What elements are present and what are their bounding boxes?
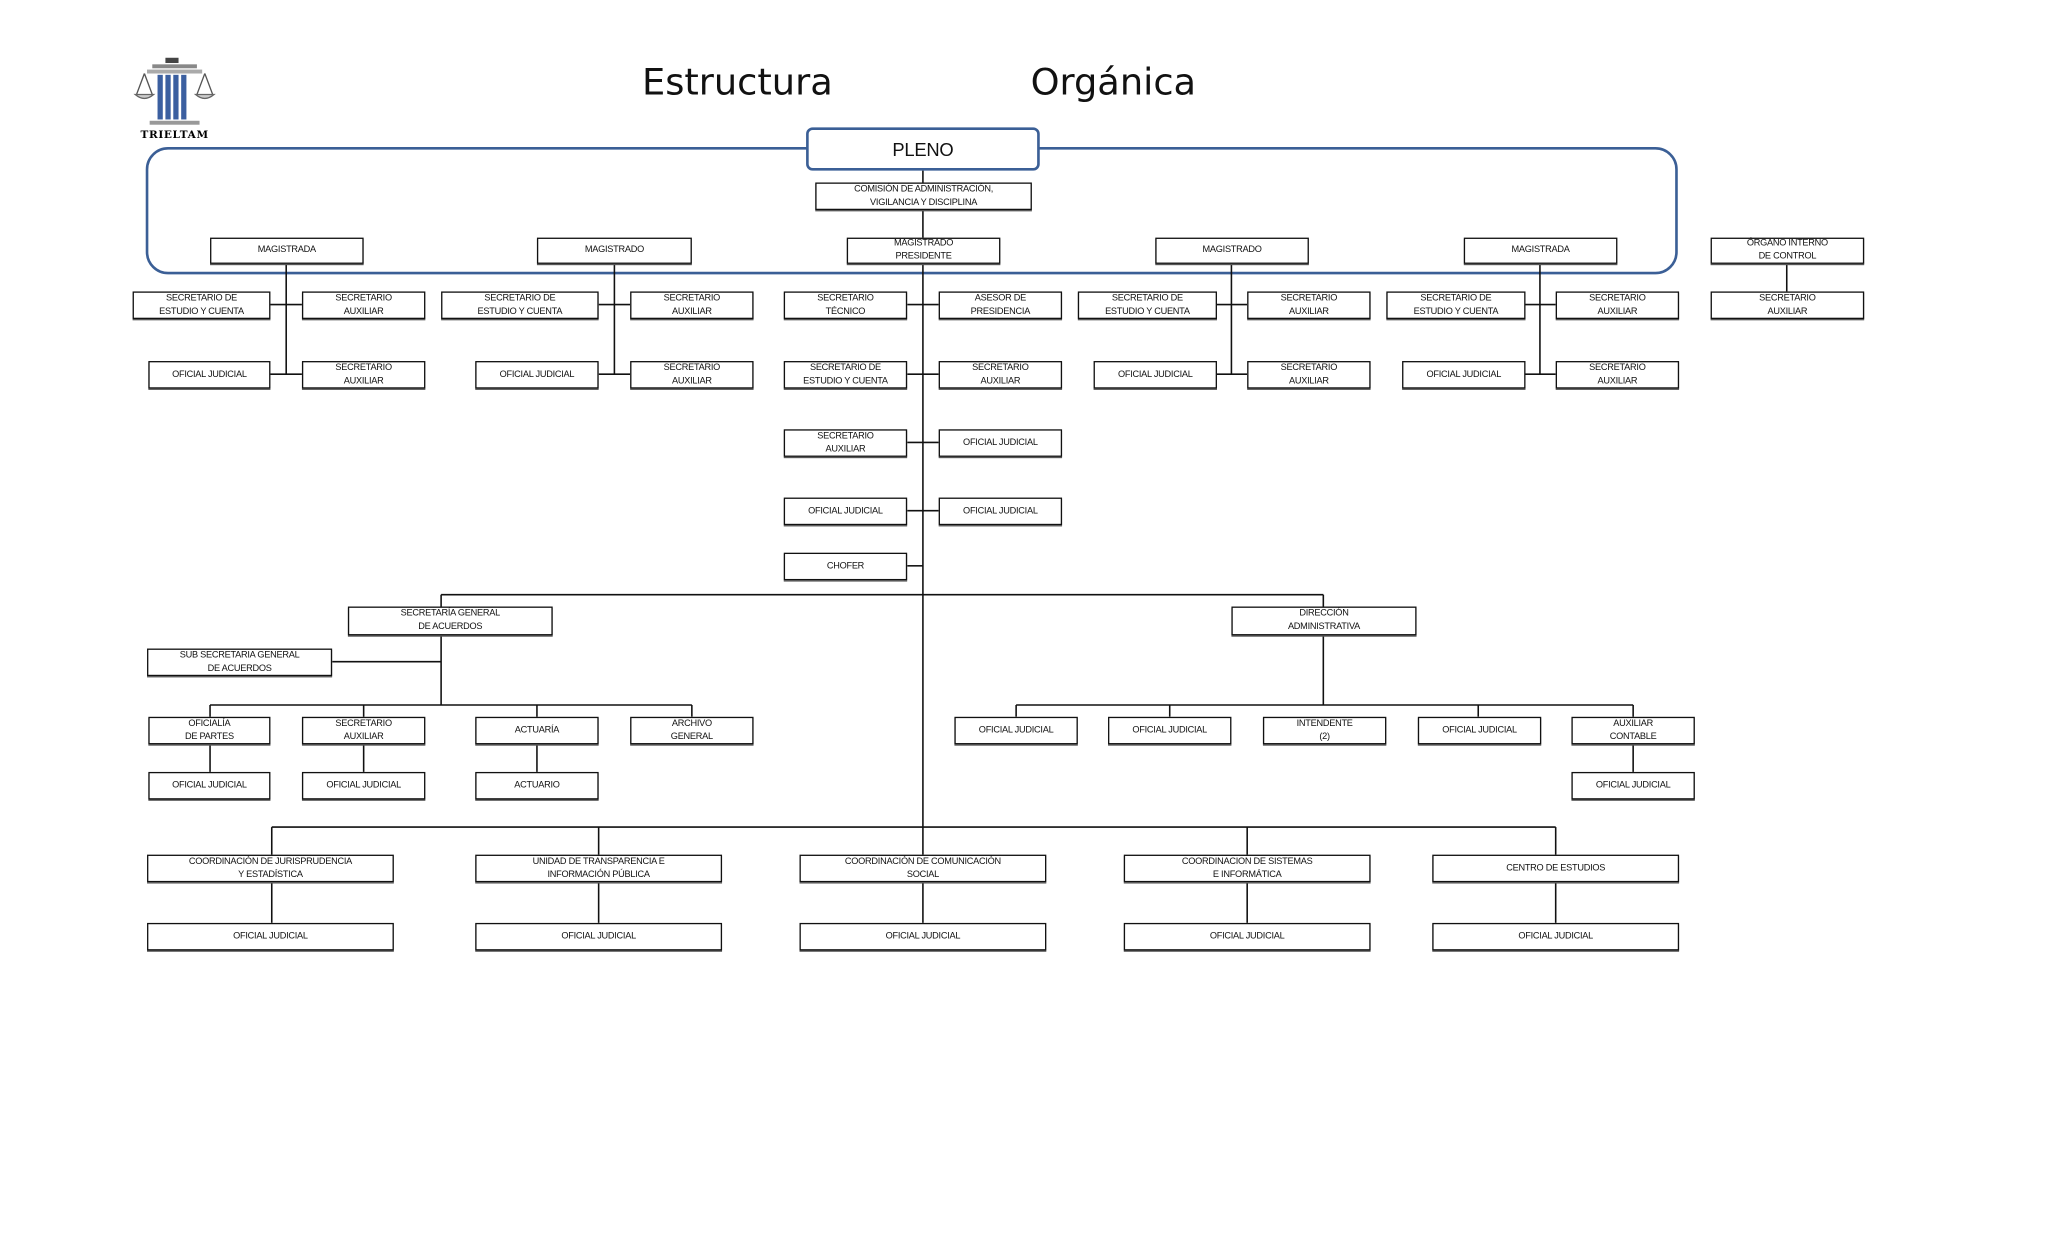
title-word-1: Estructura <box>641 60 833 104</box>
org-node-secretario-auxiliar: SECRETARIO AUXILIAR <box>630 291 754 320</box>
org-node-magistrado: MAGISTRADO <box>1155 237 1309 264</box>
org-node-secretario-auxiliar: SECRETARIO AUXILIAR <box>630 361 754 389</box>
courthouse-scales-icon <box>133 57 216 125</box>
org-node-oficial-judicial: OFICIAL JUDICIAL <box>475 922 723 951</box>
connectors <box>209 170 1788 923</box>
org-node-magistrada: MAGISTRADA <box>210 237 364 264</box>
org-node-coordinacio-n-de-jurisprudencia-y-estadi-stica: COORDINACIÓN DE JURISPRUDENCIA Y ESTADÍS… <box>147 854 394 883</box>
org-node-secretario-te-cnico: SECRETARIO TÉCNICO <box>783 291 908 320</box>
logo-text: TRIELTAM <box>140 127 209 141</box>
org-node-actuario: ACTUARIO <box>475 771 599 800</box>
org-node-intendente-2: INTENDENTE (2) <box>1262 716 1387 745</box>
org-node-secretario-de-estudio-y-cuenta: SECRETARIO DE ESTUDIO Y CUENTA <box>1077 291 1217 320</box>
org-node-magistrado: MAGISTRADO <box>536 237 692 264</box>
org-node-secretario-auxiliar: SECRETARIO AUXILIAR <box>301 361 426 389</box>
org-node-secretario-auxiliar: SECRETARIO AUXILIAR <box>1555 361 1680 389</box>
org-node-auxiliar-contable: AUXILIAR CONTABLE <box>1571 716 1695 745</box>
org-node-oficial-judicial: OFICIAL JUDICIAL <box>148 361 271 389</box>
org-node-oficial-judicial: OFICIAL JUDICIAL <box>1123 922 1371 951</box>
org-node-secretario-de-estudio-y-cuenta: SECRETARIO DE ESTUDIO Y CUENTA <box>132 291 271 320</box>
org-node-oficial-judicial: OFICIAL JUDICIAL <box>147 922 394 951</box>
org-node-asesor-de-presidencia: ASESOR DE PRESIDENCIA <box>938 291 1063 320</box>
org-node-secretari-a-general-de-acuerdos: SECRETARÍA GENERAL DE ACUERDOS <box>347 606 553 636</box>
org-node-secretario-de-estudio-y-cuenta: SECRETARIO DE ESTUDIO Y CUENTA <box>1386 291 1526 320</box>
org-node-secretario-auxiliar: SECRETARIO AUXILIAR <box>301 716 426 745</box>
org-node-actuari-a: ACTUARÍA <box>475 716 599 745</box>
org-node-secretario-de-estudio-y-cuenta: SECRETARIO DE ESTUDIO Y CUENTA <box>441 291 599 320</box>
org-node-oficial-judicial: OFICIAL JUDICIAL <box>799 922 1047 951</box>
org-node-oficial-judicial: OFICIAL JUDICIAL <box>1402 361 1526 389</box>
org-node-oficial-judicial: OFICIAL JUDICIAL <box>475 361 599 389</box>
org-node-secretario-de-estudio-y-cuenta: SECRETARIO DE ESTUDIO Y CUENTA <box>783 361 908 389</box>
org-node-centro-de-estudios: CENTRO DE ESTUDIOS <box>1432 854 1680 883</box>
org-node-o-rgano-interno-de-control: ÓRGANO INTERNO DE CONTROL <box>1710 237 1865 264</box>
org-node-pleno: PLENO <box>806 127 1040 171</box>
org-node-magistrado-presidente: MAGISTRADO PRESIDENTE <box>846 237 1001 264</box>
org-node-oficial-judicial: OFICIAL JUDICIAL <box>1417 716 1542 745</box>
org-node-secretario-auxiliar: SECRETARIO AUXILIAR <box>938 361 1063 389</box>
org-node-oficial-judicial: OFICIAL JUDICIAL <box>148 771 271 800</box>
org-node-archivo-general: ARCHIVO GENERAL <box>630 716 754 745</box>
org-node-oficial-judicial: OFICIAL JUDICIAL <box>1571 771 1695 800</box>
org-node-oficial-judicial: OFICIAL JUDICIAL <box>1108 716 1232 745</box>
org-node-direccio-n-administrativa: DIRECCIÓN ADMINISTRATIVA <box>1231 606 1417 636</box>
org-node-magistrada: MAGISTRADA <box>1463 237 1618 264</box>
org-node-oficial-judicial: OFICIAL JUDICIAL <box>783 497 908 526</box>
org-node-secretario-auxiliar: SECRETARIO AUXILIAR <box>1555 291 1680 320</box>
org-node-oficial-judicial: OFICIAL JUDICIAL <box>1093 361 1217 389</box>
org-node-secretario-auxiliar: SECRETARIO AUXILIAR <box>783 429 908 457</box>
org-node-sub-secretaria-general-de-acuerdos: SUB SECRETARIA GENERAL DE ACUERDOS <box>147 648 333 677</box>
org-node-oficiali-a-de-partes: OFICIALÍA DE PARTES <box>148 716 271 745</box>
org-node-oficial-judicial: OFICIAL JUDICIAL <box>954 716 1078 745</box>
org-node-oficial-judicial: OFICIAL JUDICIAL <box>301 771 426 800</box>
org-node-oficial-judicial: OFICIAL JUDICIAL <box>938 497 1063 526</box>
org-node-chofer: CHOFER <box>783 552 908 581</box>
org-node-secretario-auxiliar: SECRETARIO AUXILIAR <box>301 291 426 320</box>
org-node-oficial-judicial: OFICIAL JUDICIAL <box>938 429 1063 457</box>
org-node-secretario-auxiliar: SECRETARIO AUXILIAR <box>1247 361 1371 389</box>
org-node-coordinacio-n-de-comunicacio-n-social: COORDINACIÓN DE COMUNICACIÓN SOCIAL <box>799 854 1047 883</box>
org-node-coordinacion-de-sistemas-e-informa-tica: COORDINACION DE SISTEMAS E INFORMÁTICA <box>1123 854 1371 883</box>
org-node-comisio-n-de-administracio-n-vigilancia-y-disciplina: COMISIÓN DE ADMINISTRACIÓN, VIGILANCIA Y… <box>815 182 1032 211</box>
org-node-unidad-de-transparencia-e-informacio-n-pu-blica: UNIDAD DE TRANSPARENCIA E INFORMACIÓN PÚ… <box>475 854 723 883</box>
title-word-2: Orgánica <box>1030 60 1197 104</box>
org-node-secretario-auxiliar: SECRETARIO AUXILIAR <box>1710 291 1865 320</box>
trieltam-logo: TRIELTAM <box>126 55 223 144</box>
org-node-oficial-judicial: OFICIAL JUDICIAL <box>1432 922 1680 951</box>
org-node-secretario-auxiliar: SECRETARIO AUXILIAR <box>1247 291 1371 320</box>
